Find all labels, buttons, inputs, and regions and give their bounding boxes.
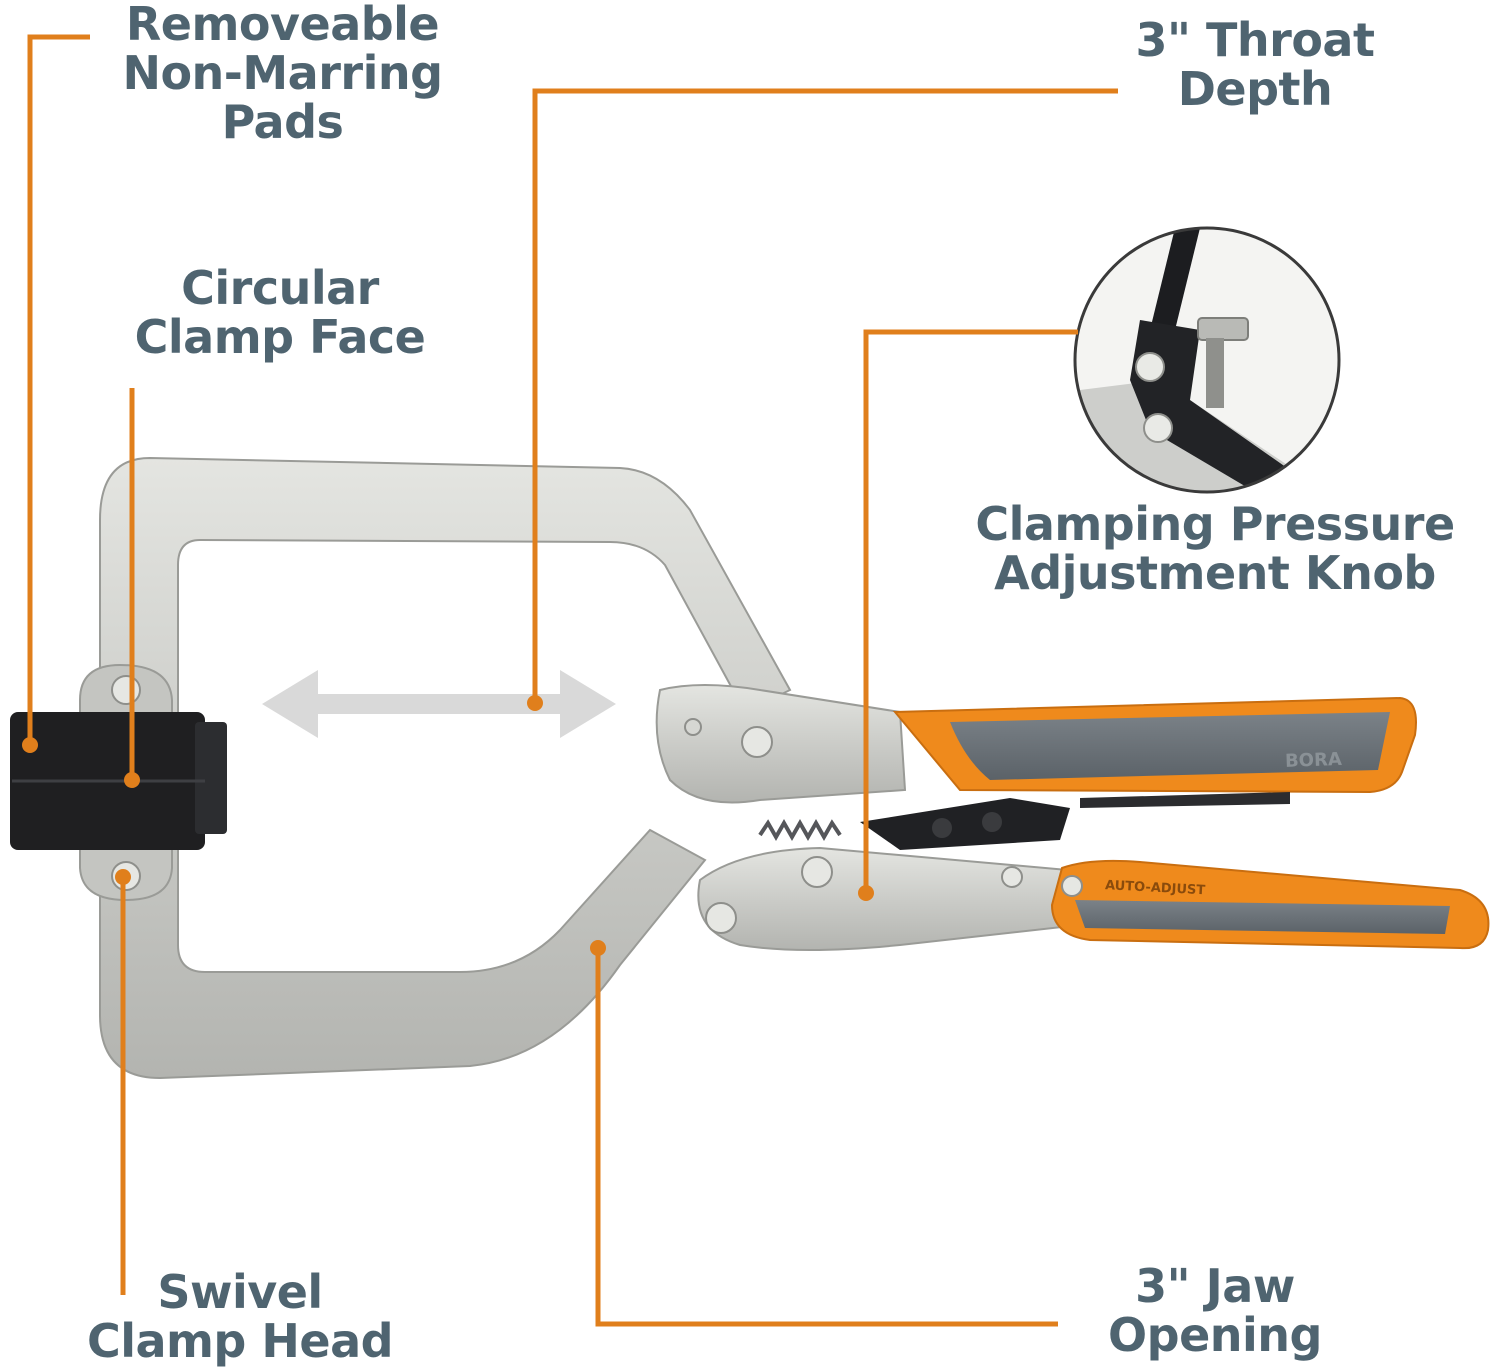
label-line: 3" Throat (1135, 13, 1375, 67)
label-line: Adjustment Knob (994, 546, 1436, 600)
leader-throat-dot (527, 695, 543, 711)
lower-lever-plate (697, 846, 1092, 951)
label-line: Clamping Pressure (975, 497, 1455, 551)
adjustment-knob-closeup (1073, 226, 1341, 494)
rivet (705, 902, 737, 934)
leader-face-dot (124, 772, 140, 788)
rivet (741, 726, 773, 758)
label-circular-clamp-face: Circular Clamp Face (115, 264, 445, 362)
leader-jaw-line (595, 948, 1058, 1327)
c-frame (99, 456, 792, 1080)
label-throat-depth: 3" Throat Depth (1120, 16, 1390, 114)
label-jaw-opening: 3" Jaw Opening (1085, 1262, 1345, 1360)
label-adjustment-knob: Clamping Pressure Adjustment Knob (960, 500, 1470, 598)
swivel-rivet (111, 675, 141, 705)
label-swivel-clamp-head: Swivel Clamp Head (70, 1268, 410, 1366)
upper-handle-rubber (950, 712, 1390, 780)
lever-mark: AUTO-ADJUST (1105, 878, 1206, 898)
linkage-rivet (982, 812, 1002, 832)
rivet (801, 856, 833, 888)
label-line: Clamp Face (134, 310, 426, 364)
label-line: Circular (181, 261, 379, 315)
leader-knob-line (863, 329, 1078, 893)
label-line: Removeable (125, 0, 440, 51)
label-line: Depth (1177, 62, 1333, 116)
leader-pads-line (27, 34, 90, 745)
linkage-rivet (932, 818, 952, 838)
label-line: 3" Jaw (1135, 1259, 1295, 1313)
label-line: Pads (221, 95, 344, 149)
release-linkage (860, 798, 1070, 850)
return-spring (758, 818, 842, 842)
label-line: Swivel (157, 1265, 323, 1319)
label-line: Opening (1108, 1308, 1322, 1362)
upper-jaw-plate (655, 684, 907, 804)
rivet (1061, 875, 1083, 897)
leader-jaw-dot (590, 940, 606, 956)
double-headed-arrow-icon (262, 670, 616, 738)
leader-lines (22, 34, 1118, 1327)
label-line: Clamp Head (86, 1314, 394, 1368)
rivet (684, 718, 702, 736)
clamp-pad-face (195, 722, 227, 834)
upper-handle-teeth (1080, 792, 1290, 808)
label-removeable-pads: Removeable Non-Marring Pads (110, 0, 455, 147)
leader-knob-dot (858, 885, 874, 901)
label-line: Non-Marring (122, 46, 443, 100)
rivet (1001, 866, 1023, 888)
lower-handle-rubber (1075, 900, 1450, 934)
leader-swivel-dot (115, 869, 131, 885)
leader-pads-dot (22, 737, 38, 753)
brand-mark: BORA (1285, 749, 1343, 772)
leader-throat-line (532, 88, 1118, 703)
